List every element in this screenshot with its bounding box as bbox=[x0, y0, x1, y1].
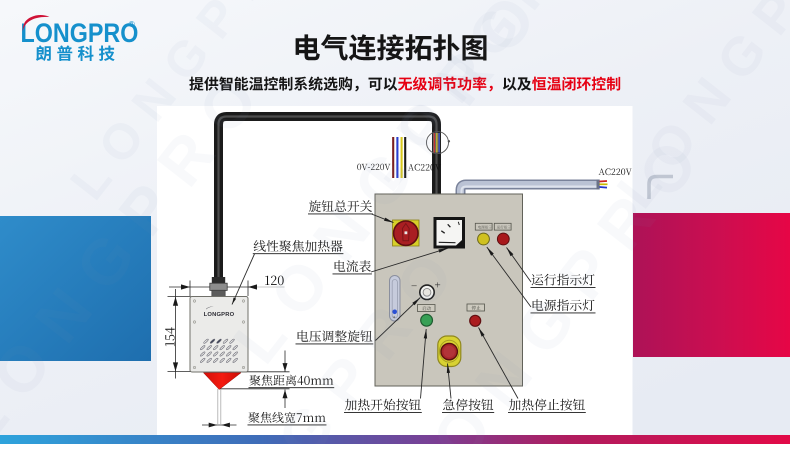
svg-text:®: ® bbox=[129, 19, 136, 29]
svg-text:LONGPRO: LONGPRO bbox=[21, 19, 139, 49]
